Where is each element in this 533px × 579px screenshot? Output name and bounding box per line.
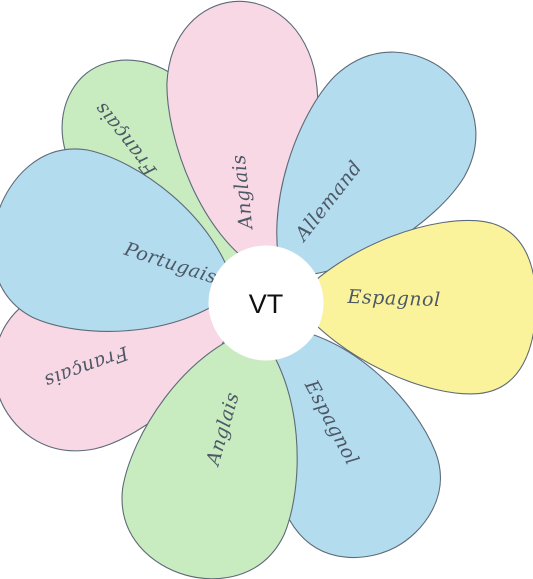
petal-portugais: Portugais: [0, 148, 237, 332]
petal-espagnol-bottom: Espagnol: [259, 325, 441, 559]
petal-label-espagnol-right: Espagnol: [346, 286, 441, 311]
center-label: VT: [249, 289, 284, 319]
petal-espagnol-right: Espagnol: [293, 219, 533, 395]
center-disc: [208, 245, 324, 361]
petal-anglais-bottom: Anglais: [121, 328, 298, 579]
